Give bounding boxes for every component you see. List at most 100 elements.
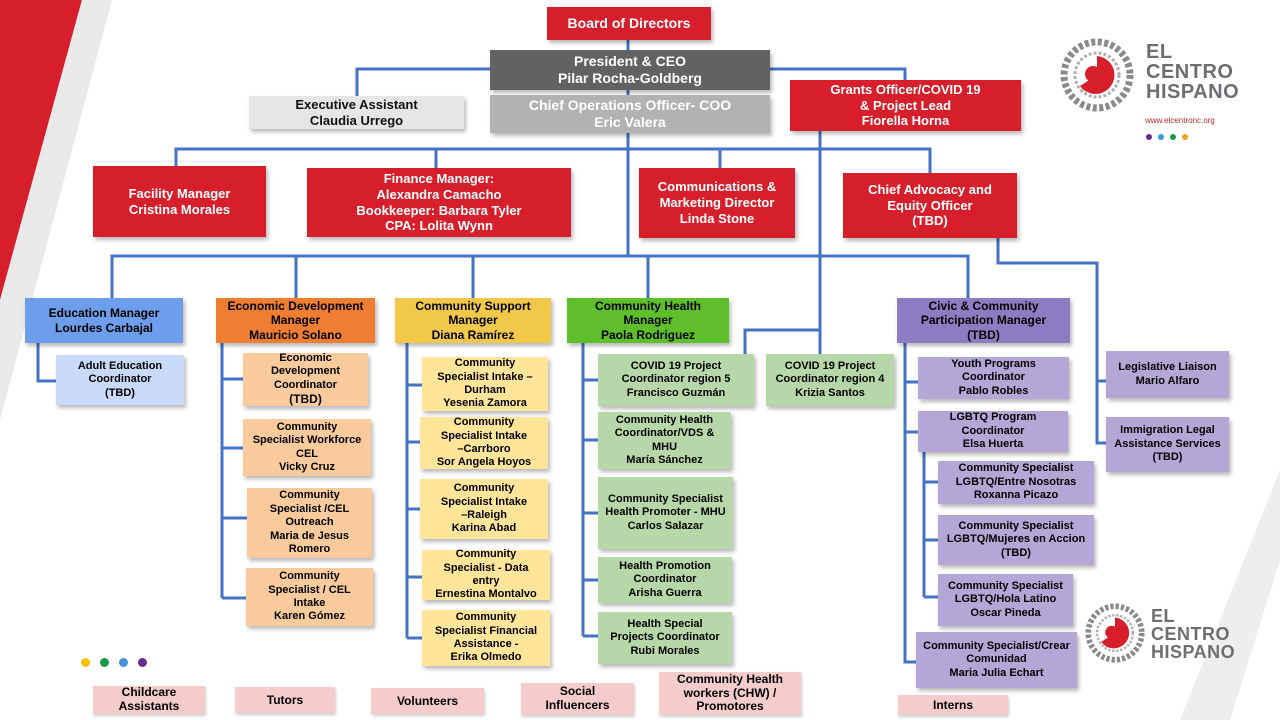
specialist-mujeres-en-accion: Community Specialist LGBTQ/Mujeres en Ac… <box>938 515 1094 565</box>
community-health-workers: Community Health workers (CHW) / Promoto… <box>659 672 801 715</box>
finance-line-2: Alexandra Camacho <box>376 186 502 202</box>
president-title: President & CEO <box>573 52 687 69</box>
childcare-assistants: Childcare Assistants <box>93 685 205 714</box>
specialist-intake-carrboro: Community Specialist Intake –Carrboro So… <box>420 416 548 469</box>
footer-dot <box>81 658 90 667</box>
adult-education-coordinator: Adult Education Coordinator (TBD) <box>56 355 184 405</box>
staff-line: Romero <box>288 543 331 556</box>
support-manager-line-1: Community Support <box>415 298 531 313</box>
staff-line: Immigration Legal <box>1120 424 1215 437</box>
health-promotion-coordinator: Health Promotion Coordinator Arisha Guer… <box>598 557 732 603</box>
logo-dot <box>1146 134 1152 140</box>
staff-line: Durham <box>464 384 506 396</box>
staff-line: LGBTQ/Hola Latino <box>954 593 1057 606</box>
staff-line: LGBTQ/Mujeres en Accion <box>946 533 1086 546</box>
footer-dot <box>138 658 147 667</box>
staff-line: María Sánchez <box>626 453 703 466</box>
staff-line: Coordinator <box>88 373 152 386</box>
specialist-entre-nosotras: Community Specialist LGBTQ/Entre Nosotra… <box>938 461 1094 504</box>
facility-name: Cristina Morales <box>128 201 231 217</box>
specialist-financial-assistance: Community Specialist Financial Assistanc… <box>422 610 550 666</box>
president-name: Pilar Rocha-Goldberg <box>558 70 702 86</box>
health-manager-line-2: Manager <box>623 313 673 328</box>
staff-line: Karen Gómez <box>274 610 345 623</box>
staff-line: Sor Angela Hoyos <box>436 456 532 469</box>
el-centro-hispano-logo-bottom: EL CENTRO HISPANO <box>1085 603 1245 667</box>
staff-line: Specialist / CEL <box>268 583 351 596</box>
staff-line: LGBTQ/Entre Nosotras <box>955 475 1077 488</box>
staff-line: (TBD) <box>105 386 135 399</box>
covid-coordinator-region-5: COVID 19 Project Coordinator region 5 Fr… <box>598 354 754 406</box>
group-line: Influencers <box>545 698 610 712</box>
economic-manager-line-1: Economic Development <box>227 298 364 313</box>
staff-line: Community Health <box>615 413 714 426</box>
staff-line: Krizia Santos <box>795 386 865 399</box>
staff-line: Community <box>453 482 515 495</box>
staff-line: Assistance - <box>453 638 519 650</box>
staff-line: Intake <box>293 597 326 609</box>
civic-manager-line-2: Participation Manager <box>920 313 1047 328</box>
education-manager: Education Manager Lourdes Carbajal <box>25 298 183 343</box>
staff-line: Youth Programs <box>951 357 1036 370</box>
logo-line-1: EL <box>1151 606 1176 626</box>
community-health-manager: Community Health Manager Paola Rodriguez <box>567 298 729 343</box>
specialist-data-entry: Community Specialist - Data entry Ernest… <box>422 548 550 600</box>
logo-line-2: CENTRO <box>1151 624 1230 644</box>
staff-line: (TBD) <box>1152 451 1183 464</box>
group-line: Assistants <box>118 699 180 713</box>
staff-line: Community <box>279 489 340 502</box>
staff-line: Mario Alfaro <box>1135 374 1200 387</box>
staff-line: (TBD) <box>289 392 322 407</box>
staff-line: Coordinator <box>961 424 1025 437</box>
footer-dots <box>81 658 147 667</box>
logo-mark-icon <box>1060 38 1134 112</box>
staff-line: CEL <box>296 447 318 460</box>
staff-line: Specialist Intake <box>440 429 528 442</box>
coo-title: Chief Operations Officer- COO <box>528 96 732 113</box>
staff-line: Health Promoter - MHU <box>605 506 726 519</box>
interns: Interns <box>898 695 1008 715</box>
board-title: Board of Directors <box>567 14 691 31</box>
immigration-legal-assistance: Immigration Legal Assistance Services (T… <box>1106 417 1229 472</box>
executive-assistant: Executive Assistant Claudia Urrego <box>249 96 464 129</box>
exec-assistant-name: Claudia Urrego <box>309 112 404 128</box>
community-specialist-cel-intake: Community Specialist / CEL Intake Karen … <box>246 568 373 626</box>
staff-line: Specialist - Data <box>443 561 529 574</box>
staff-line: Francisco Guzmán <box>626 386 726 399</box>
staff-line: Development <box>270 365 341 378</box>
advocacy-line-3: (TBD) <box>912 213 948 229</box>
staff-line: Outreach <box>285 516 334 529</box>
communications-director: Communications & Marketing Director Lind… <box>639 168 795 238</box>
staff-line: Maria Julia Echart <box>949 666 1044 679</box>
staff-line: entry <box>472 575 500 587</box>
group-line: Volunteers <box>396 693 459 708</box>
staff-line: Coordinator/VDS & <box>614 427 715 440</box>
staff-line: Roxanna Picazo <box>973 489 1059 502</box>
civic-manager-line-1: Civic & Community <box>928 298 1039 313</box>
background-gray-band-right <box>1180 470 1280 720</box>
grants-line-2: & Project Lead <box>859 97 952 113</box>
logo-text: EL CENTRO HISPANO <box>1146 42 1239 102</box>
coo-name: Eric Valera <box>594 114 666 130</box>
staff-line: Pablo Robles <box>958 384 1029 397</box>
staff-line: LGBTQ Program <box>949 411 1037 424</box>
staff-line: Community <box>455 548 517 561</box>
specialist-intake-durham: Community Specialist Intake – Durham Yes… <box>422 357 548 411</box>
staff-line: Yesenia Zamora <box>443 397 527 410</box>
staff-line: Vicky Cruz <box>278 460 336 473</box>
staff-line: Adult Education <box>77 359 163 372</box>
support-manager-name: Diana Ramírez <box>431 327 515 342</box>
communications-line-1: Communications & <box>657 179 777 195</box>
staff-line: Community <box>276 420 338 433</box>
staff-line: Projects Coordinator <box>610 631 720 644</box>
logo-line-1: EL <box>1146 41 1173 63</box>
staff-line: Comunidad <box>966 653 1027 666</box>
staff-line: Coordinator <box>962 371 1025 384</box>
specialist-intake-raleigh: Community Specialist Intake –Raleigh Kar… <box>420 479 548 539</box>
community-specialist-workforce: Community Specialist Workforce CEL Vicky… <box>243 419 371 476</box>
logo-dot <box>1158 134 1164 140</box>
economic-manager-line-2: Manager <box>270 313 321 328</box>
grants-name: Fiorella Horna <box>861 113 950 129</box>
social-influencers: Social Influencers <box>521 683 634 715</box>
staff-line: Economic <box>279 352 332 365</box>
